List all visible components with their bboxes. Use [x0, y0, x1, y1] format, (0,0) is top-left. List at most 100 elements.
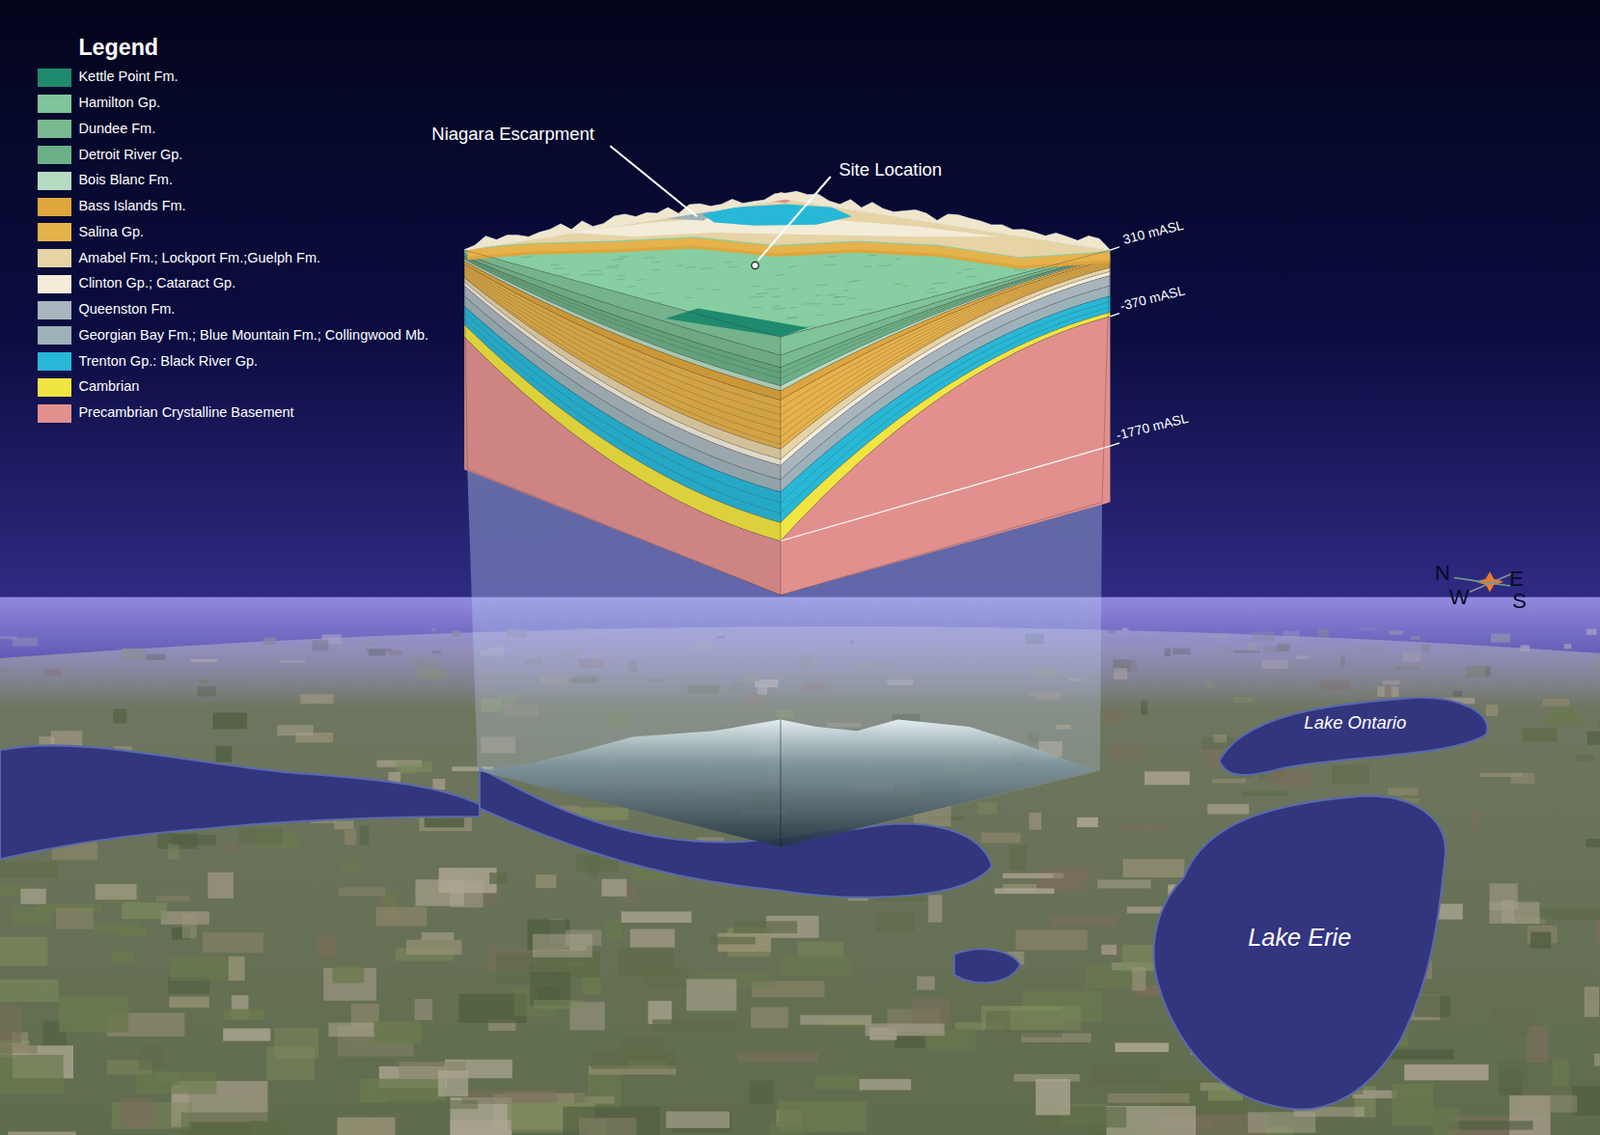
stratum-boundary: [464, 336, 781, 542]
annotations: [609, 145, 1513, 592]
field-patch: [1010, 1005, 1081, 1030]
depth-line: [780, 445, 1111, 541]
terrain-texture: [618, 256, 629, 258]
legend-text: Cambrian: [78, 378, 139, 395]
field-patch: [138, 1044, 166, 1071]
stratum-boundary: [780, 316, 1111, 542]
field-patch: [11, 906, 53, 925]
field-patch: [1387, 787, 1418, 796]
field-patch: [916, 975, 935, 990]
field-patch: [533, 999, 584, 1009]
kettle-point-outcrop: [664, 307, 808, 337]
callout-label: Niagara Escarpment: [431, 123, 595, 144]
terrain-texture: [1014, 270, 1027, 272]
field-patch: [169, 956, 245, 981]
field-patch: [213, 712, 248, 729]
terrain-texture: [521, 256, 533, 258]
field-patch: [621, 911, 692, 924]
field-patch: [590, 1049, 677, 1069]
field-patch: [858, 1078, 911, 1090]
field-patch: [1489, 901, 1540, 924]
lake: [1153, 796, 1445, 1110]
legend-text: Hamilton Gp.: [78, 94, 161, 111]
terrain-texture: [751, 306, 763, 308]
field-patch: [1052, 865, 1102, 880]
field-patch: [276, 724, 313, 736]
field-patch: [182, 912, 197, 938]
legend-text: Precambrian Crystalline Basement: [78, 404, 294, 421]
field-patch: [239, 827, 283, 844]
terrain-texture: [932, 282, 947, 284]
field-patch: [1212, 778, 1246, 783]
field-patch: [333, 820, 354, 829]
compass-letter: E: [1509, 566, 1524, 592]
field-patch: [438, 1070, 469, 1097]
field-patch: [0, 979, 59, 1002]
terrain-texture: [642, 256, 656, 258]
field-patch: [1114, 1042, 1169, 1052]
field-patch: [358, 826, 369, 845]
field-patch: [1530, 931, 1551, 948]
terrain-texture: [847, 297, 857, 299]
field-patch: [686, 978, 737, 1011]
compass-axis: [1469, 573, 1513, 592]
terrain-texture: [814, 303, 823, 304]
lake: [0, 744, 480, 859]
field-patch: [1525, 1025, 1548, 1063]
terrain-texture: [827, 255, 839, 257]
field-patch: [1009, 845, 1028, 871]
field-patch: [1449, 1120, 1533, 1130]
field-patch: [55, 907, 93, 929]
field-patch: [1404, 1064, 1489, 1081]
legend-swatch: [37, 171, 72, 191]
field-patch: [928, 894, 942, 922]
terrain-texture: [766, 288, 780, 290]
stratum-boundary: [780, 302, 1111, 503]
field-patch: [489, 872, 507, 884]
field-patch: [156, 895, 191, 902]
field-patch: [359, 1078, 445, 1104]
legend-swatch: [37, 119, 72, 138]
terrain-texture: [754, 293, 769, 295]
field-patch: [910, 997, 951, 1026]
field-patch: [1544, 714, 1582, 725]
field-patch: [1498, 1059, 1528, 1087]
field-patch: [1091, 1062, 1160, 1084]
field-patch: [1107, 1093, 1190, 1104]
terrain-texture: [553, 268, 566, 270]
block-outline: [464, 249, 1110, 595]
field-patch: [1522, 728, 1558, 743]
field-patch: [266, 1046, 315, 1080]
field-patch: [1575, 754, 1595, 761]
terrain-texture: [675, 265, 684, 267]
field-patch: [733, 920, 798, 934]
terrain-texture: [858, 309, 872, 311]
terrain-texture: [606, 267, 620, 269]
field-patch: [373, 1020, 421, 1044]
legend-text: Clinton Gp.; Cataract Gp.: [78, 275, 236, 292]
field-patch: [58, 995, 129, 1032]
terrain-texture: [657, 301, 665, 303]
field-patch: [1049, 916, 1118, 927]
terrain-texture: [894, 258, 902, 260]
field-patch: [20, 888, 46, 905]
terrain-texture: [851, 279, 862, 281]
field-patch: [0, 1054, 64, 1095]
top-surface: [464, 198, 1110, 337]
field-patch: [800, 1015, 872, 1025]
terrain-texture: [646, 293, 655, 295]
terrain-texture: [815, 295, 823, 297]
terrain-texture: [775, 274, 786, 276]
field-patch: [630, 929, 675, 949]
field-patch: [432, 778, 445, 790]
field-patch: [994, 887, 1055, 894]
terrain-reflection: [477, 719, 1098, 848]
legend-swatch: [37, 301, 72, 320]
field-patch: [202, 932, 264, 953]
field-patch: [981, 832, 1021, 844]
field-patch: [1097, 1134, 1131, 1135]
field-patch: [535, 874, 556, 888]
lake-label: Lake Ontario: [1303, 712, 1407, 733]
